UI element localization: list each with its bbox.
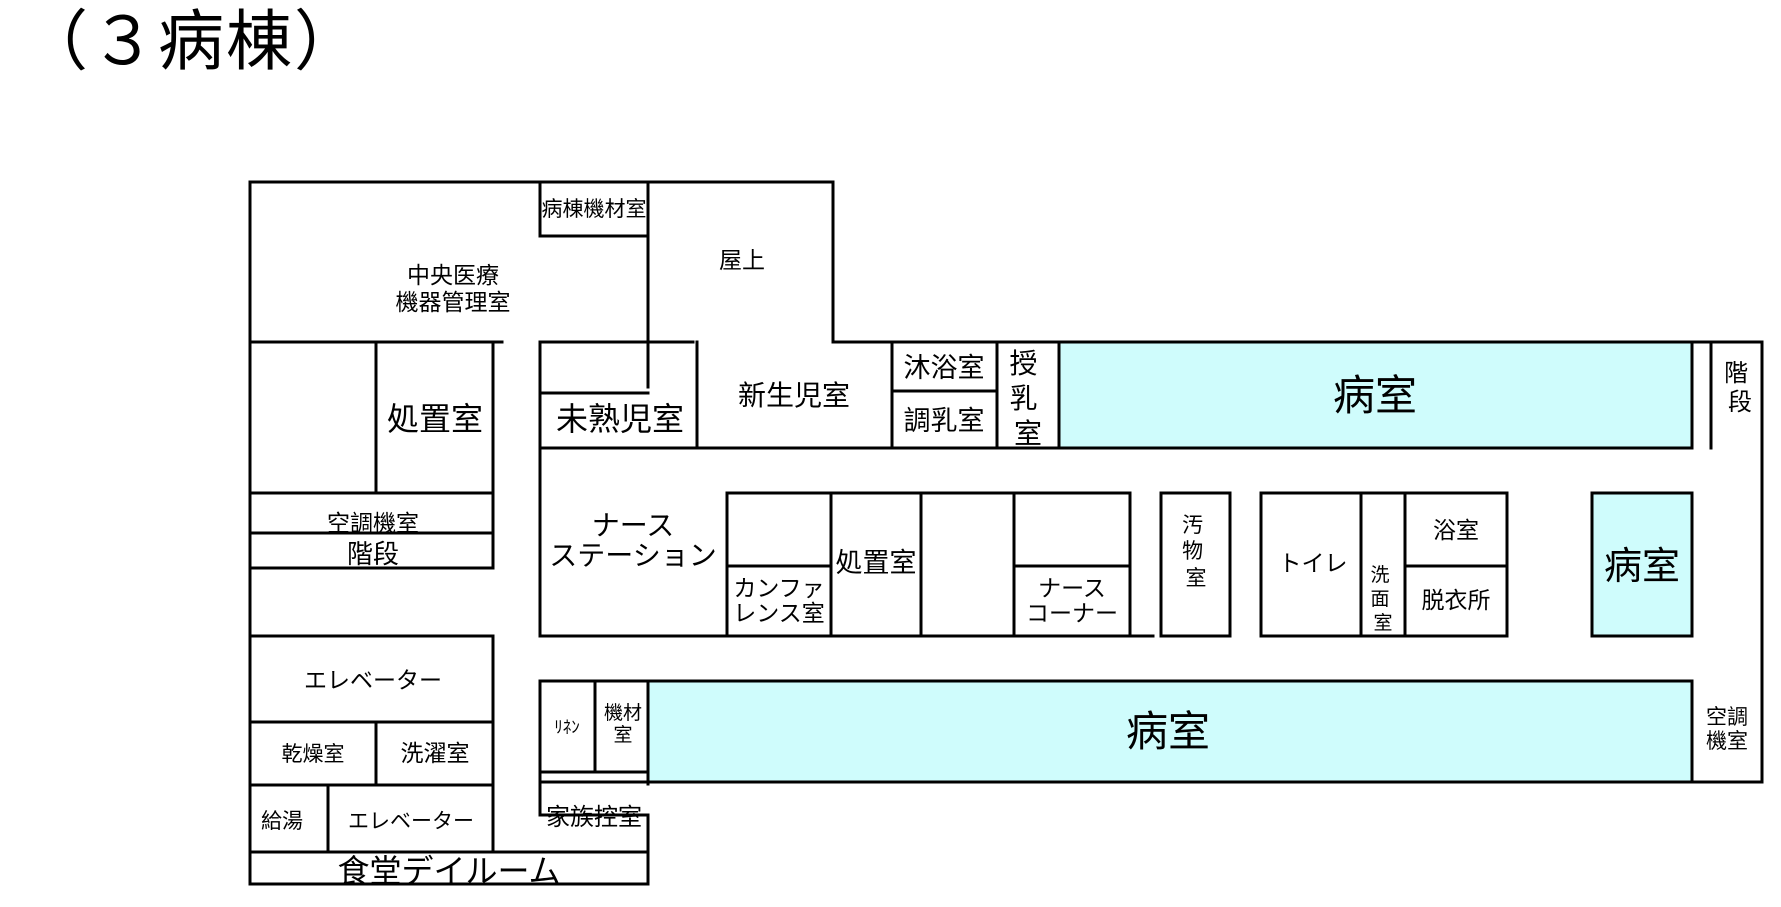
equipment-room-label-2: 室: [613, 724, 632, 746]
newborn-room-label: 新生児室: [738, 379, 850, 412]
laundry-room-label: 洗濯室: [401, 741, 470, 767]
soiled-room-char-2: 物: [1182, 539, 1203, 563]
ward-equipment-room-box: [538, 180, 650, 238]
bathroom-label: 浴室: [1433, 518, 1479, 544]
toilet-label: トイレ: [1279, 551, 1348, 577]
washroom-char-1: 洗: [1370, 564, 1389, 586]
ward-room-bottom-label: 病室: [1126, 707, 1210, 756]
left-column: 処置室 空調機室 階段 エレベーター 乾燥室 洗濯室 給湯 エレベーター 食堂デ…: [248, 340, 650, 890]
formula-room-label: 調乳室: [904, 406, 985, 437]
elevator-2-label: エレベーター: [348, 809, 474, 833]
ward-room-top-label: 病室: [1333, 371, 1417, 420]
ward-room-mid-box: [1590, 491, 1694, 638]
equipment-room-label-1: 機材: [604, 702, 642, 724]
conference-room-label-1: カンファ: [733, 576, 824, 602]
stairs-right-char-2: 段: [1728, 388, 1752, 416]
conference-room-label-2: レンス室: [733, 601, 825, 627]
stairs-left-label: 階段: [347, 540, 399, 570]
treatment-room-center-label: 処置室: [836, 548, 917, 579]
washroom-char-3: 室: [1373, 612, 1392, 634]
ward-equipment-room-label: 病棟機材室: [542, 197, 647, 221]
washroom-char-2: 面: [1370, 588, 1389, 610]
nurse-corner-label-2: コーナー: [1026, 601, 1118, 627]
stairs-right-label: 階 段: [1724, 359, 1756, 416]
aircon-room-right-label-1: 空調: [1706, 705, 1748, 729]
bathing-room-label: 沐浴室: [904, 353, 985, 384]
central-equipment-room: 病棟機材室 中央医療 機器管理室 屋上: [396, 180, 765, 316]
hot-water-label: 給湯: [261, 809, 303, 833]
central-equipment-room-label-1: 中央医療: [407, 263, 499, 289]
soiled-room-char-3: 室: [1186, 566, 1207, 590]
soiled-room-char-1: 汚: [1182, 513, 1203, 537]
nursing-room-label: 授 乳 室: [1010, 347, 1047, 450]
nursing-room-char-1: 授: [1010, 347, 1038, 380]
soiled-room-box: [1159, 491, 1232, 638]
ward-room-top-box: [1057, 340, 1694, 450]
changing-room-label: 脱衣所: [1422, 588, 1491, 614]
central-equipment-room-label-2: 機器管理室: [396, 290, 511, 316]
elevator-1-label: エレベーター: [304, 668, 442, 694]
premature-infant-room-label: 未熟児室: [556, 400, 684, 438]
aircon-room-left-label: 空調機室: [327, 511, 419, 537]
ward-room-bottom-box: [646, 679, 1694, 784]
treatment-room-left-label: 処置室: [387, 400, 483, 438]
rooftop-label: 屋上: [719, 248, 765, 274]
family-waiting-room-label: 家族控室: [546, 803, 642, 831]
nurse-station-label-2: ステーション: [549, 539, 716, 572]
dining-dayroom-label: 食堂デイルーム: [337, 852, 560, 890]
soiled-room-label: 汚 物 室: [1182, 513, 1210, 590]
stairs-right-char-1: 階: [1724, 359, 1748, 387]
top-row-rooms: 未熟児室 新生児室 沐浴室 調乳室 授 乳 室 病室 階 段: [538, 340, 1756, 450]
nurse-station-label-1: ナース: [592, 509, 675, 542]
page-title: （３病棟）: [22, 3, 362, 80]
aircon-room-right-label-2: 機室: [1706, 729, 1748, 753]
nurse-corner-label-1: ナース: [1038, 576, 1106, 602]
ward-room-mid-label: 病室: [1604, 544, 1680, 588]
linen-room-label: ﾘﾈﾝ: [554, 718, 580, 738]
washroom-label: 洗 面 室: [1370, 564, 1395, 634]
nursing-room-char-3: 室: [1014, 417, 1042, 450]
drying-room-label: 乾燥室: [282, 742, 345, 766]
nursing-room-char-2: 乳: [1010, 382, 1038, 415]
middle-rooms: ナース ステーション カンファ レンス室 処置室 ナース コーナー 汚 物 室 …: [549, 491, 1694, 638]
bottom-row-rooms: ﾘﾈﾝ 機材 室 病室 空調 機室 家族控室: [538, 679, 1748, 831]
